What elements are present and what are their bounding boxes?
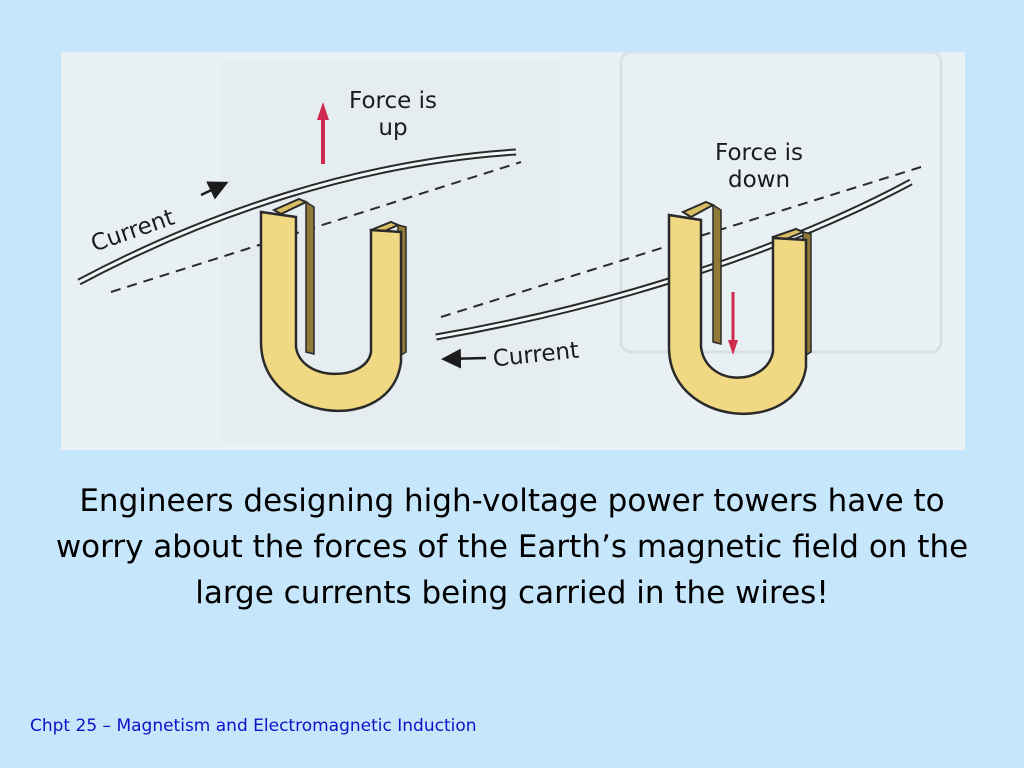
right-force-down-arrow: [728, 292, 738, 355]
left-current-wire: [77, 148, 517, 286]
left-force-label-line2: up: [378, 115, 408, 141]
right-force-label: Force is down: [699, 140, 819, 194]
magnet-force-diagram: [77, 52, 943, 442]
slide-footer: Chpt 25 – Magnetism and Electromagnetic …: [30, 716, 477, 736]
left-force-label-line1: Force is: [349, 88, 437, 114]
left-u-magnet: [259, 197, 407, 412]
left-force-up-arrow: [317, 102, 329, 164]
left-current-arrow: [200, 181, 229, 200]
left-field-dashed-line: [110, 161, 522, 293]
body-text: Engineers designing high-voltage power t…: [55, 483, 969, 611]
right-force-label-line2: down: [727, 167, 791, 193]
right-current-arrow: [441, 348, 487, 369]
figure-panel: Force is up Current Force is down Curren…: [61, 52, 965, 450]
left-force-label: Force is up: [333, 88, 453, 142]
right-u-magnet: [667, 200, 812, 415]
right-force-label-line1: Force is: [715, 140, 803, 166]
